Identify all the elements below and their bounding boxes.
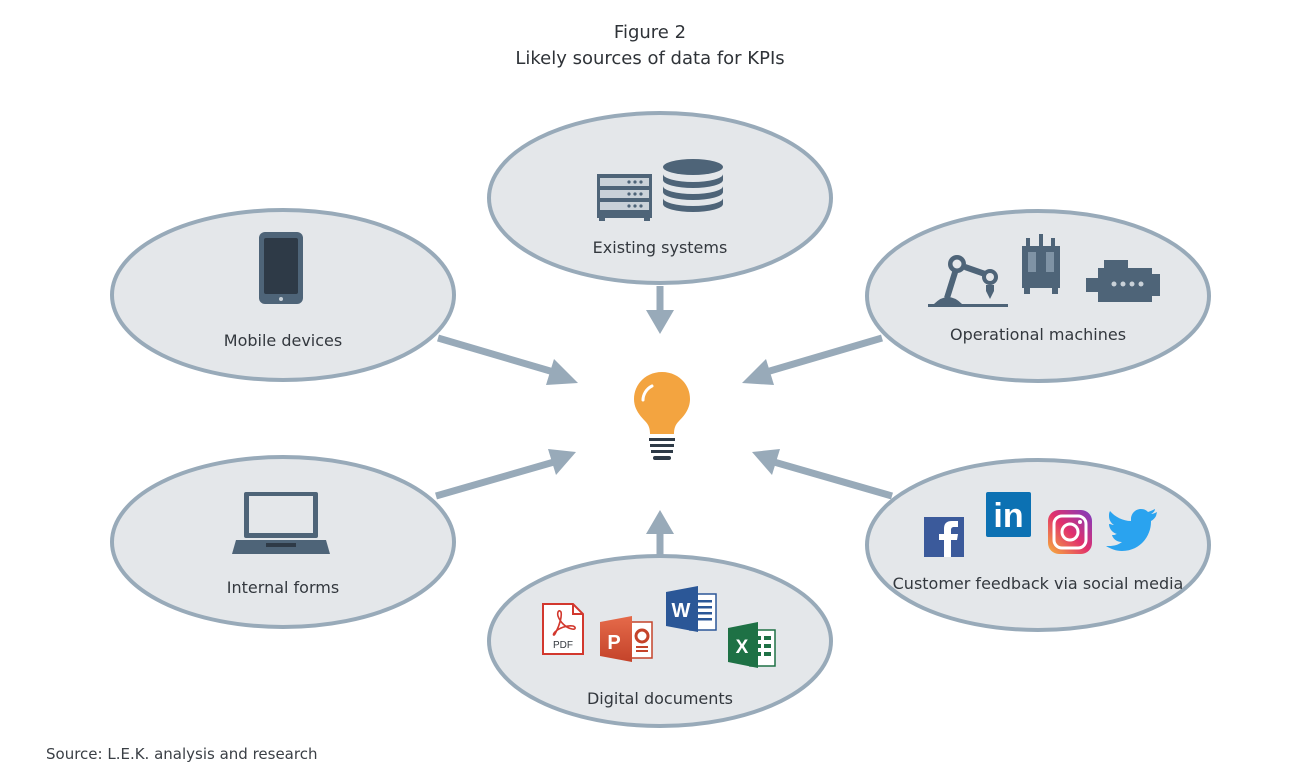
server-rack-icon bbox=[597, 174, 652, 221]
powerpoint-icon: P bbox=[600, 616, 653, 662]
node-existing-systems: Existing systems bbox=[487, 111, 833, 285]
existing-systems-label: Existing systems bbox=[593, 238, 728, 257]
linkedin-icon: in bbox=[986, 492, 1031, 537]
pdf-icon: PDF bbox=[542, 603, 584, 655]
svg-text:P: P bbox=[607, 632, 620, 654]
figure-title: Likely sources of data for KPIs bbox=[515, 48, 785, 69]
svg-text:PDF: PDF bbox=[553, 640, 573, 651]
engine-icon bbox=[1086, 260, 1160, 302]
arrow-customer bbox=[752, 449, 893, 500]
node-customer-feedback: in Customer feedback via social media bbox=[865, 458, 1211, 632]
lightbulb-icon bbox=[634, 372, 690, 460]
database-icon bbox=[663, 159, 723, 212]
node-internal-forms: Internal forms bbox=[110, 455, 456, 629]
figure-number: Figure 2 bbox=[613, 22, 687, 43]
node-mobile-devices: Mobile devices bbox=[110, 208, 456, 382]
svg-text:X: X bbox=[736, 637, 749, 658]
instagram-icon bbox=[1048, 510, 1092, 554]
operational-machines-label: Operational machines bbox=[950, 325, 1126, 344]
twitter-icon bbox=[1106, 509, 1157, 551]
digital-documents-label: Digital documents bbox=[587, 689, 733, 708]
node-operational-machines: Operational machines bbox=[865, 209, 1211, 383]
mobile-devices-label: Mobile devices bbox=[224, 331, 342, 350]
word-icon: W bbox=[666, 586, 717, 632]
arrow-operational bbox=[742, 334, 883, 385]
arrow-mobile bbox=[437, 334, 578, 385]
transformer-icon bbox=[1022, 234, 1060, 294]
node-digital-documents: PDF P W X Digital documents bbox=[487, 554, 833, 728]
smartphone-icon bbox=[259, 232, 303, 304]
arrow-internal bbox=[435, 449, 576, 500]
arrow-digital bbox=[646, 510, 674, 558]
source-note: Source: L.E.K. analysis and research bbox=[46, 745, 318, 763]
arrows bbox=[435, 286, 893, 558]
svg-text:W: W bbox=[672, 600, 691, 622]
svg-text:in: in bbox=[993, 497, 1023, 535]
internal-forms-label: Internal forms bbox=[227, 578, 339, 597]
laptop-icon bbox=[232, 492, 330, 554]
arrow-existing bbox=[646, 286, 674, 334]
customer-feedback-label: Customer feedback via social media bbox=[893, 574, 1184, 593]
excel-icon: X bbox=[728, 622, 776, 668]
robot-arm-icon bbox=[928, 255, 1008, 307]
facebook-icon bbox=[924, 517, 964, 557]
